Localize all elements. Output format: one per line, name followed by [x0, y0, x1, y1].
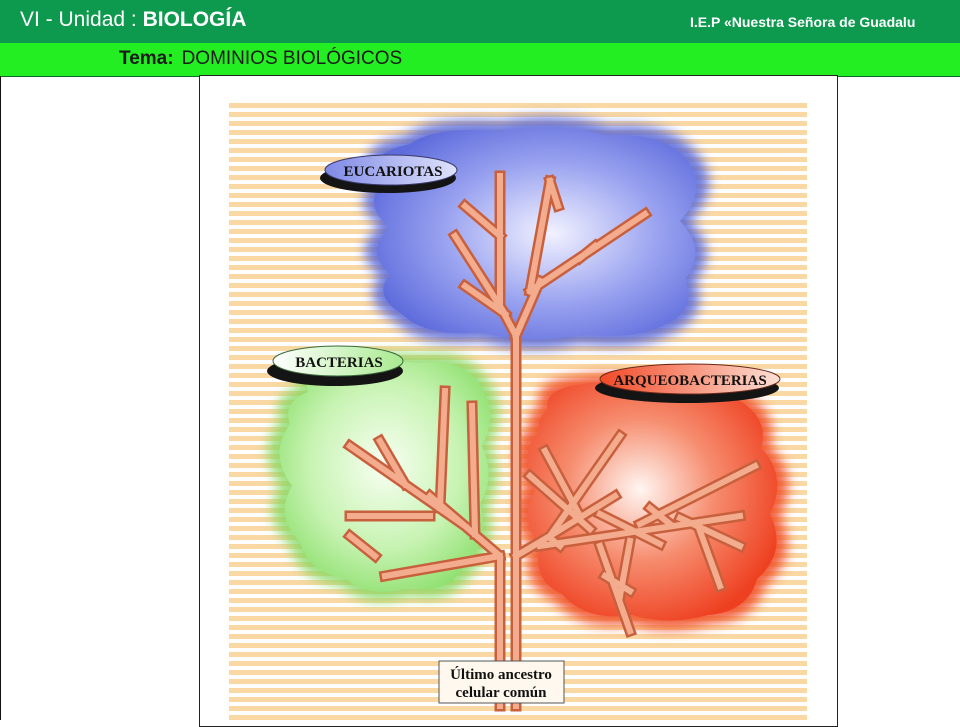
label-arqueobacterias: ARQUEOBACTERIAS: [595, 363, 781, 403]
topic-bar: Tema: DOMINIOS BIOLÓGICOS: [0, 43, 960, 77]
ancestor-label: Último ancestro celular común: [438, 660, 565, 704]
ancestor-label-line2: celular común: [456, 685, 548, 701]
topic-label: Tema:: [119, 48, 174, 69]
ancestor-label-box: [438, 660, 565, 704]
label-arqueobacterias-pill: [599, 363, 781, 395]
unit-prefix: VI - Unidad :: [20, 8, 143, 31]
branch-fill: [345, 173, 760, 709]
header-bar: VI - Unidad : BIOLOGÍA I.E.P «Nuestra Se…: [0, 0, 960, 43]
left-divider: [0, 76, 1, 720]
topic-value: DOMINIOS BIOLÓGICOS: [181, 48, 403, 69]
label-arqueobacterias-text: ARQUEOBACTERIAS: [613, 373, 766, 389]
diagram-frame: EUCARIOTAS BACTERIAS ARQUEOBACTERIAS Últ…: [199, 75, 838, 727]
label-eucariotas: EUCARIOTAS: [320, 154, 458, 193]
label-eucariotas-text: EUCARIOTAS: [344, 164, 443, 180]
ancestor-label-line1: Último ancestro: [450, 666, 552, 683]
label-bacterias: BACTERIAS: [267, 345, 404, 386]
school-name: I.E.P «Nuestra Señora de Guadalu: [690, 14, 916, 30]
unit-subject: BIOLOGÍA: [142, 8, 247, 31]
phylogenetic-tree-diagram: EUCARIOTAS BACTERIAS ARQUEOBACTERIAS Últ…: [229, 100, 807, 721]
unit-title: VI - Unidad : BIOLOGÍA: [20, 8, 246, 32]
tree-branches: [342, 170, 763, 712]
topic: Tema: DOMINIOS BIOLÓGICOS: [119, 48, 402, 70]
label-bacterias-pill: [272, 345, 404, 377]
label-eucariotas-pill: [324, 154, 458, 186]
label-bacterias-text: BACTERIAS: [295, 355, 383, 371]
